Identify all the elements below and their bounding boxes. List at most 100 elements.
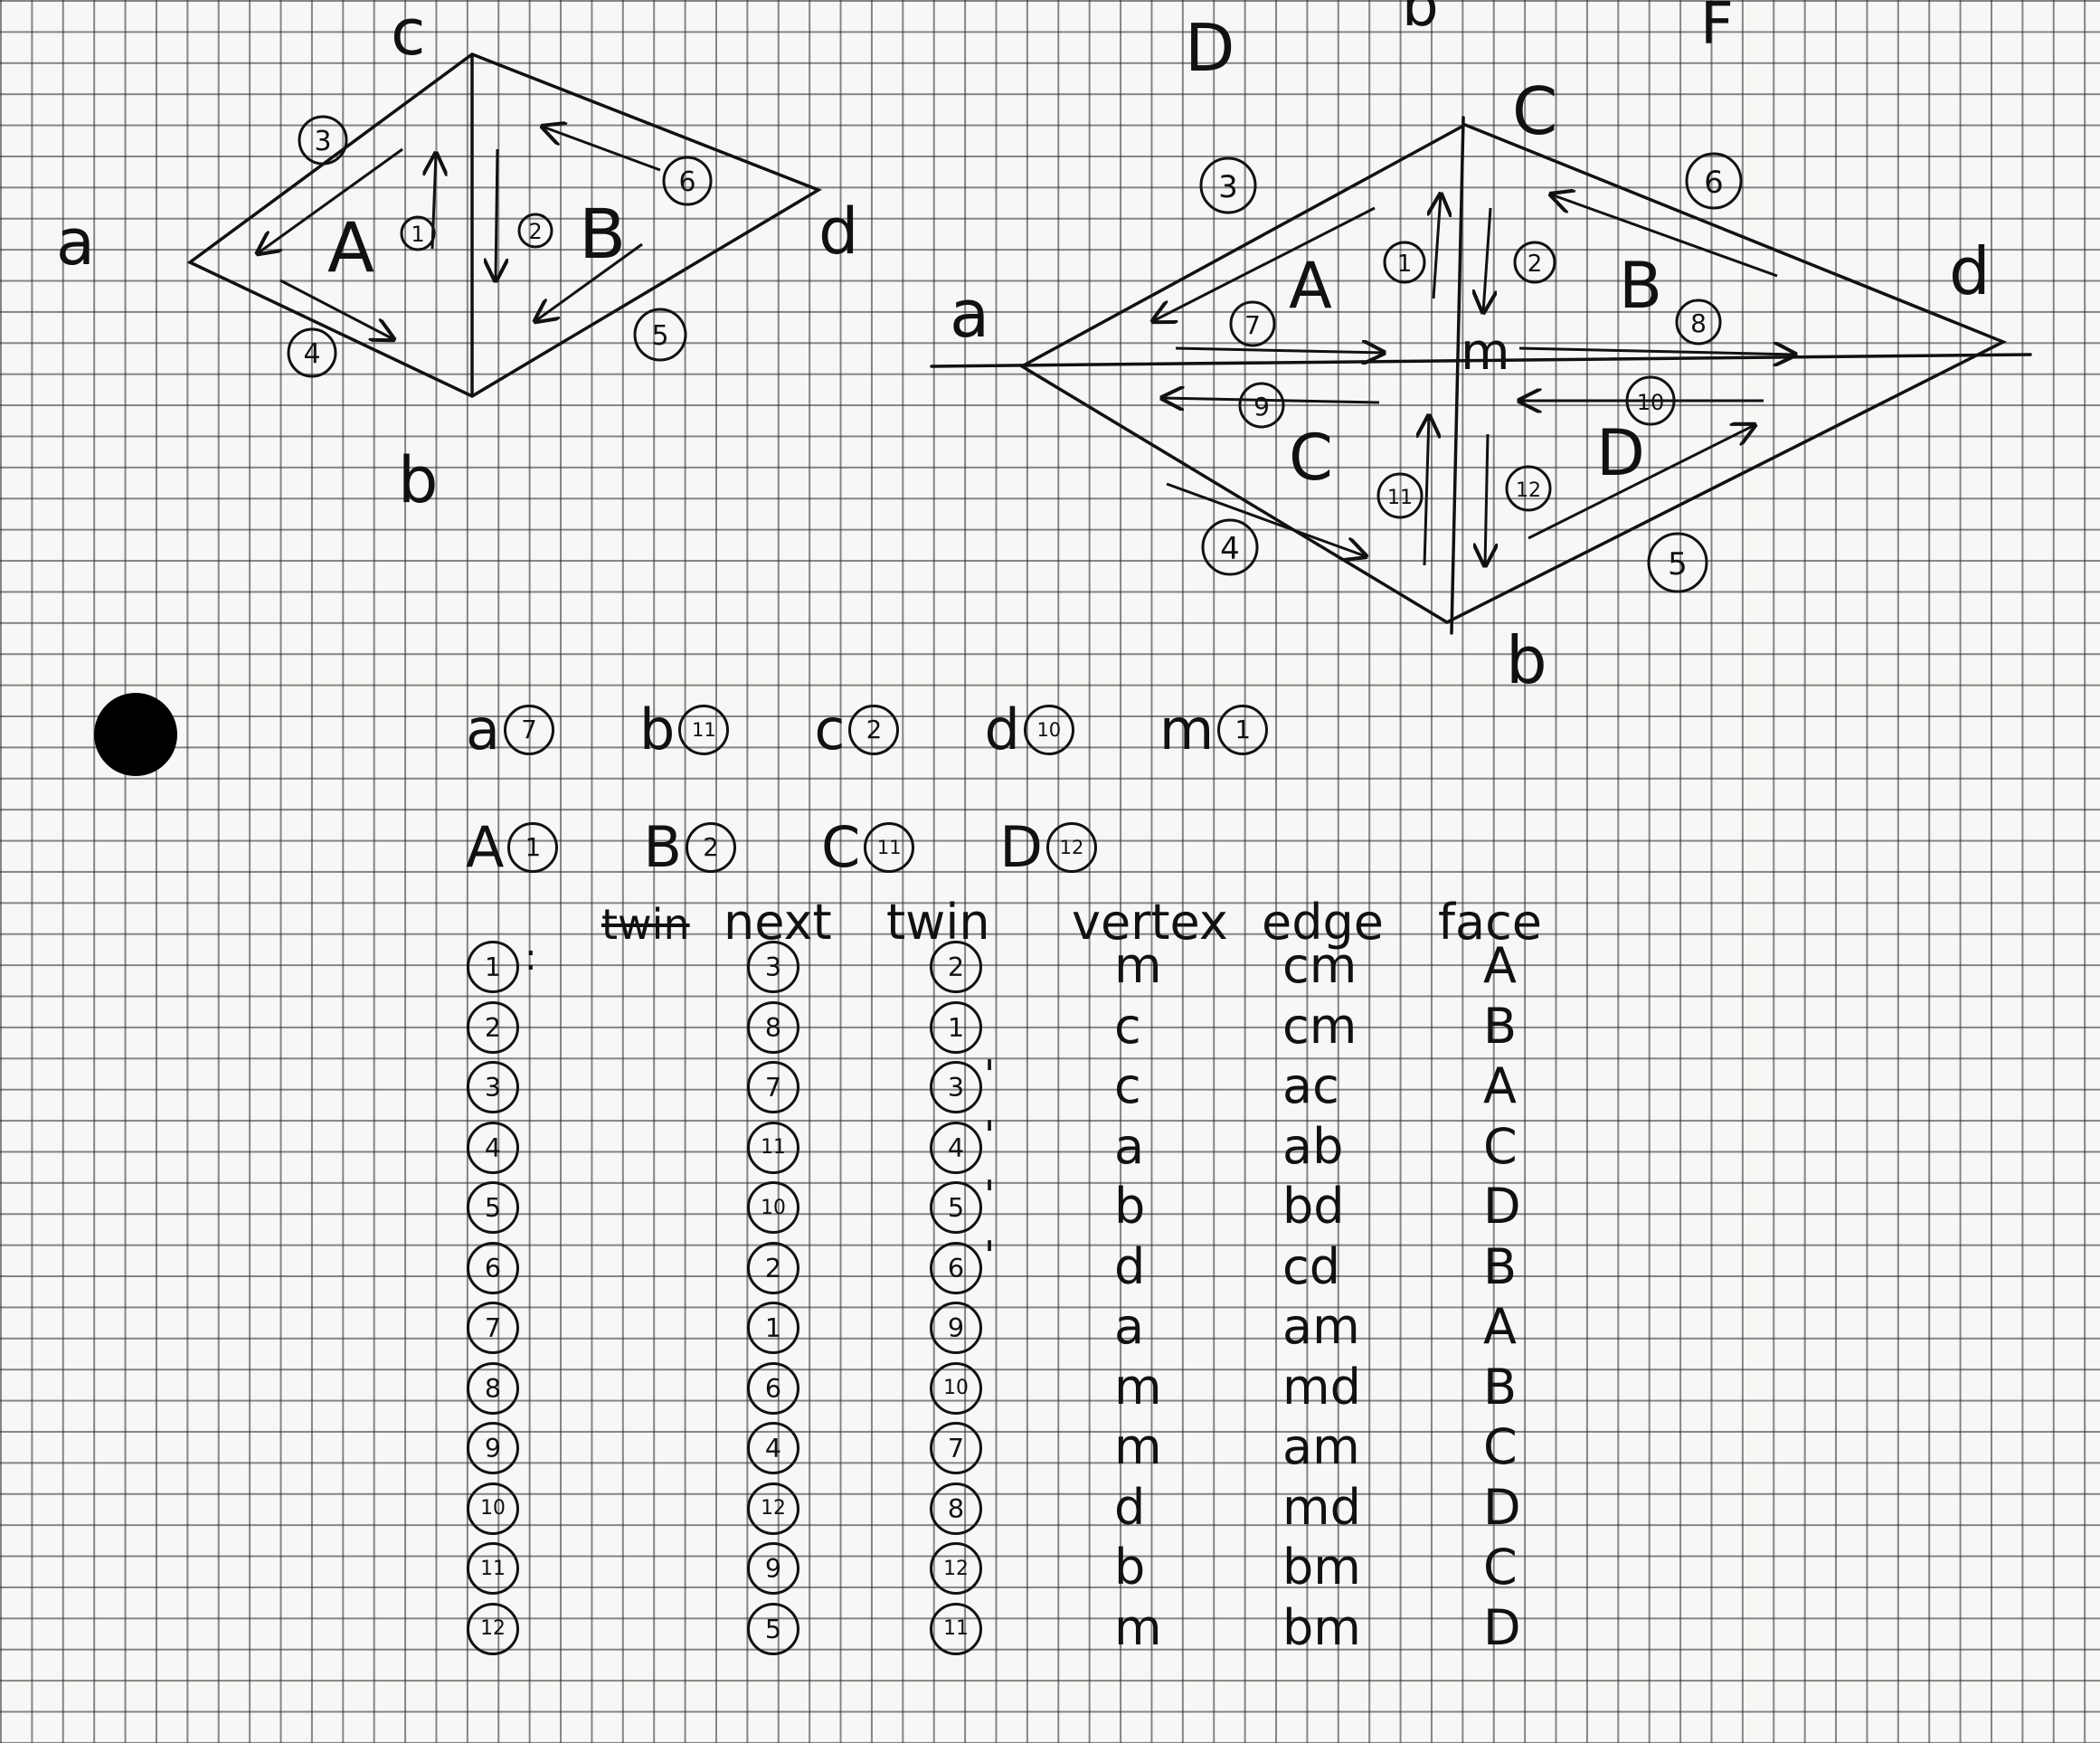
row-face: A [1483,1298,1517,1355]
face-ref-edge: 1 [507,822,558,873]
svg-text:9: 9 [1253,392,1270,422]
row-face: B [1483,1359,1517,1416]
large-face-c: C [1289,421,1333,495]
svg-text:3: 3 [1218,169,1238,205]
row-vertex: b [1114,1539,1145,1596]
large-edge-6: 6 [1687,154,1741,208]
svg-text:2: 2 [528,219,542,244]
vertex-ref-edge: 7 [504,705,554,755]
row-next: 3 [747,941,799,993]
row-edge: bm [1282,1599,1361,1656]
row-id: 3 [467,1061,519,1113]
small-rhombus [190,54,818,396]
svg-text:1: 1 [1397,251,1413,278]
row-id: 4 [467,1122,519,1174]
row-face: B [1483,1238,1517,1295]
top-letter-d: D [1185,10,1234,86]
face-ref-label: C [821,814,860,880]
small-vertex-a: a [56,205,95,279]
row-edge: cm [1282,998,1357,1055]
small-edge-2: 2 [519,214,552,247]
vertex-ref-d: d10 [984,696,1074,763]
large-edge-1: 1 [1385,242,1424,282]
svg-text:1: 1 [411,222,424,247]
row-twin: 10 [930,1362,982,1415]
large-face-a: A [1289,249,1332,323]
row-twin: 3 [930,1061,982,1113]
row-face: C [1483,1118,1518,1175]
row-twin: 12 [930,1542,982,1595]
face-ref-label: B [643,814,682,880]
top-letter-f: F [1700,0,1734,58]
svg-text:12: 12 [1516,479,1541,502]
large-arrow-11 [1424,416,1429,565]
vertex-ref-edge: 2 [848,705,899,755]
row-id: 10 [467,1482,519,1535]
large-edge-5: 5 [1649,534,1707,592]
vertex-ref-b: b11 [639,696,729,763]
small-face-a: A [327,207,374,288]
large-arrow-4 [1167,484,1366,556]
header-twin: twin [886,894,990,951]
row-twin: 1 [930,1001,982,1054]
row-edge: cd [1282,1238,1340,1295]
header-twin-crossed: twin [601,900,690,949]
row-twin: 8 [930,1482,982,1535]
face-ref-C: C11 [821,814,914,880]
large-edge-8: 8 [1677,300,1720,344]
svg-text:6: 6 [678,166,695,198]
row-edge: bm [1282,1539,1361,1596]
row-edge: md [1282,1359,1361,1416]
row-next: 2 [747,1242,799,1294]
small-vertex-c: c [391,0,426,70]
large-arrow-1 [1433,194,1441,298]
svg-text:5: 5 [1668,546,1688,583]
large-vertex-a: a [950,276,989,352]
row-edge: md [1282,1479,1361,1536]
row-vertex: m [1114,1599,1162,1656]
face-ref-label: D [999,814,1043,880]
row-twin: 11 [930,1603,982,1655]
large-vertex-d: d [1949,233,1991,309]
large-arrow-12 [1485,434,1488,565]
row-next: 10 [747,1181,799,1234]
small-arrow-2 [496,149,497,280]
row-id: 1 [467,941,519,993]
row-id: 11 [467,1542,519,1595]
row-twin: 5 [930,1181,982,1234]
small-edge-4: 4 [289,329,336,376]
bullet-dot [94,693,177,776]
svg-text:4: 4 [1220,531,1240,567]
small-arrow-6 [543,127,660,170]
row-twin-prime: ' [984,1233,995,1279]
row-vertex: a [1114,1298,1144,1355]
row-twin-prime: ' [984,1052,995,1098]
svg-text:5: 5 [651,320,668,352]
row-vertex: m [1114,1418,1162,1475]
row-edge: ab [1282,1118,1343,1175]
vertex-ref-label: b [639,696,675,763]
row-edge: cm [1282,937,1357,994]
face-ref-label: A [466,814,504,880]
row-face: D [1483,1479,1521,1536]
small-face-b: B [579,194,626,274]
row-face: D [1483,1599,1521,1656]
svg-text:2: 2 [1528,251,1543,278]
large-vertex-b: b [1506,622,1547,698]
large-face-b: B [1619,249,1662,323]
large-face-d: D [1596,416,1645,490]
face-ref-D: D12 [999,814,1097,880]
vertex-ref-a: a7 [466,696,554,763]
row-id-suffix: : [525,937,536,979]
face-ref-A: A1 [466,814,558,880]
large-rhombus [1022,125,2003,622]
vertex-ref-label: a [466,696,500,763]
row-id: 12 [467,1603,519,1655]
top-letters: D b F [1185,0,1734,86]
row-twin: 9 [930,1302,982,1354]
large-arrow-2 [1483,208,1490,312]
large-vertex-c: C [1512,73,1557,149]
face-ref-edge: 11 [864,822,914,873]
large-diagram: a C d b m A B C D 3 6 7 1 2 8 9 10 11 12… [932,73,2030,698]
face-refs-row: A1B2C11D12 [466,814,1160,880]
